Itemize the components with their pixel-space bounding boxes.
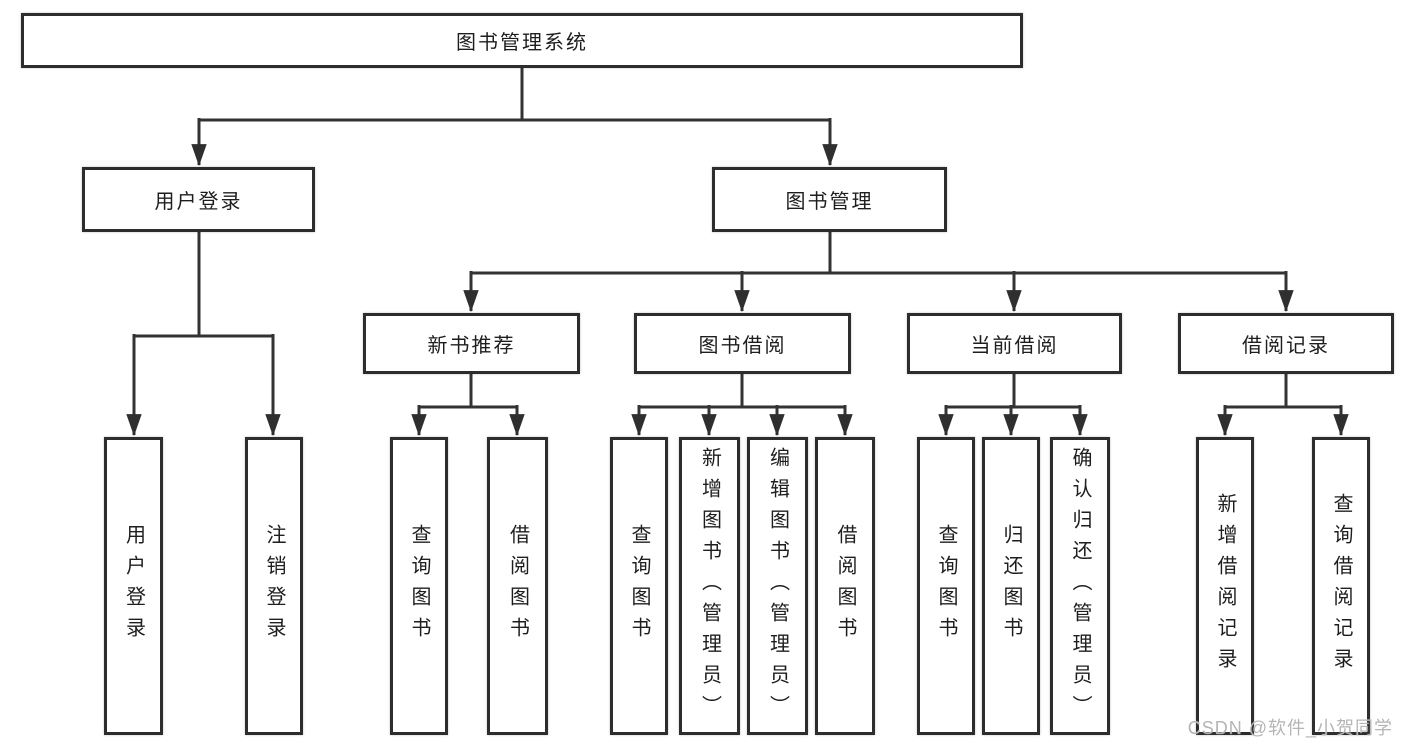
leaf-borrow-query-books: 查询图书 <box>610 437 668 735</box>
node-label: 当前借阅 <box>970 335 1059 357</box>
leaf-label: 注销登录 <box>263 524 285 648</box>
leaf-label: 用户登录 <box>122 524 145 648</box>
leaf-current-confirm-return-admin: 确认归还（管理员） <box>1050 437 1110 735</box>
leaf-current-query-books: 查询图书 <box>917 437 975 735</box>
leaf-label: 编辑图书（管理员） <box>766 446 789 726</box>
leaf-newbook-borrow-books: 借阅图书 <box>487 437 548 735</box>
leaf-login-user-login: 用户登录 <box>104 437 163 735</box>
leaf-label: 新增借阅记录 <box>1214 493 1236 679</box>
node-label: 用户登录 <box>154 191 243 213</box>
node-current-borrow: 当前借阅 <box>907 313 1122 374</box>
leaf-records-query-borrow-record: 查询借阅记录 <box>1312 437 1370 735</box>
node-book-borrow: 图书借阅 <box>634 313 851 374</box>
node-label: 借阅记录 <box>1242 335 1330 357</box>
node-book-management: 图书管理 <box>712 167 947 232</box>
node-new-book-recommend: 新书推荐 <box>363 313 580 374</box>
node-borrow-records: 借阅记录 <box>1178 313 1394 374</box>
leaf-label: 借阅图书 <box>834 524 856 648</box>
leaf-label: 新增图书（管理员） <box>698 446 721 726</box>
leaf-label: 查询借阅记录 <box>1330 493 1352 679</box>
node-user-login: 用户登录 <box>82 167 315 232</box>
leaf-label: 归还图书 <box>1000 524 1022 648</box>
leaf-current-return-books: 归还图书 <box>982 437 1040 735</box>
node-label: 图书管理 <box>785 191 874 213</box>
leaf-login-logout: 注销登录 <box>245 437 303 735</box>
leaf-label: 查询图书 <box>408 524 430 648</box>
leaf-borrow-borrow-books: 借阅图书 <box>815 437 875 735</box>
leaf-borrow-add-books-admin: 新增图书（管理员） <box>679 437 740 735</box>
leaf-newbook-query-books: 查询图书 <box>390 437 448 735</box>
node-label: 新书推荐 <box>427 335 516 357</box>
leaf-label: 确认归还（管理员） <box>1069 446 1091 726</box>
csdn-watermark: CSDN @软件_小贺同学 <box>1187 718 1393 738</box>
node-label: 图书借阅 <box>698 335 787 357</box>
leaf-label: 查询图书 <box>628 524 650 648</box>
leaf-borrow-edit-books-admin: 编辑图书（管理员） <box>747 437 808 735</box>
leaf-label: 借阅图书 <box>506 524 529 648</box>
node-label: 图书管理系统 <box>456 32 588 54</box>
node-library-management-system: 图书管理系统 <box>21 13 1023 68</box>
leaf-label: 查询图书 <box>935 524 957 648</box>
leaf-records-add-borrow-record: 新增借阅记录 <box>1196 437 1254 735</box>
